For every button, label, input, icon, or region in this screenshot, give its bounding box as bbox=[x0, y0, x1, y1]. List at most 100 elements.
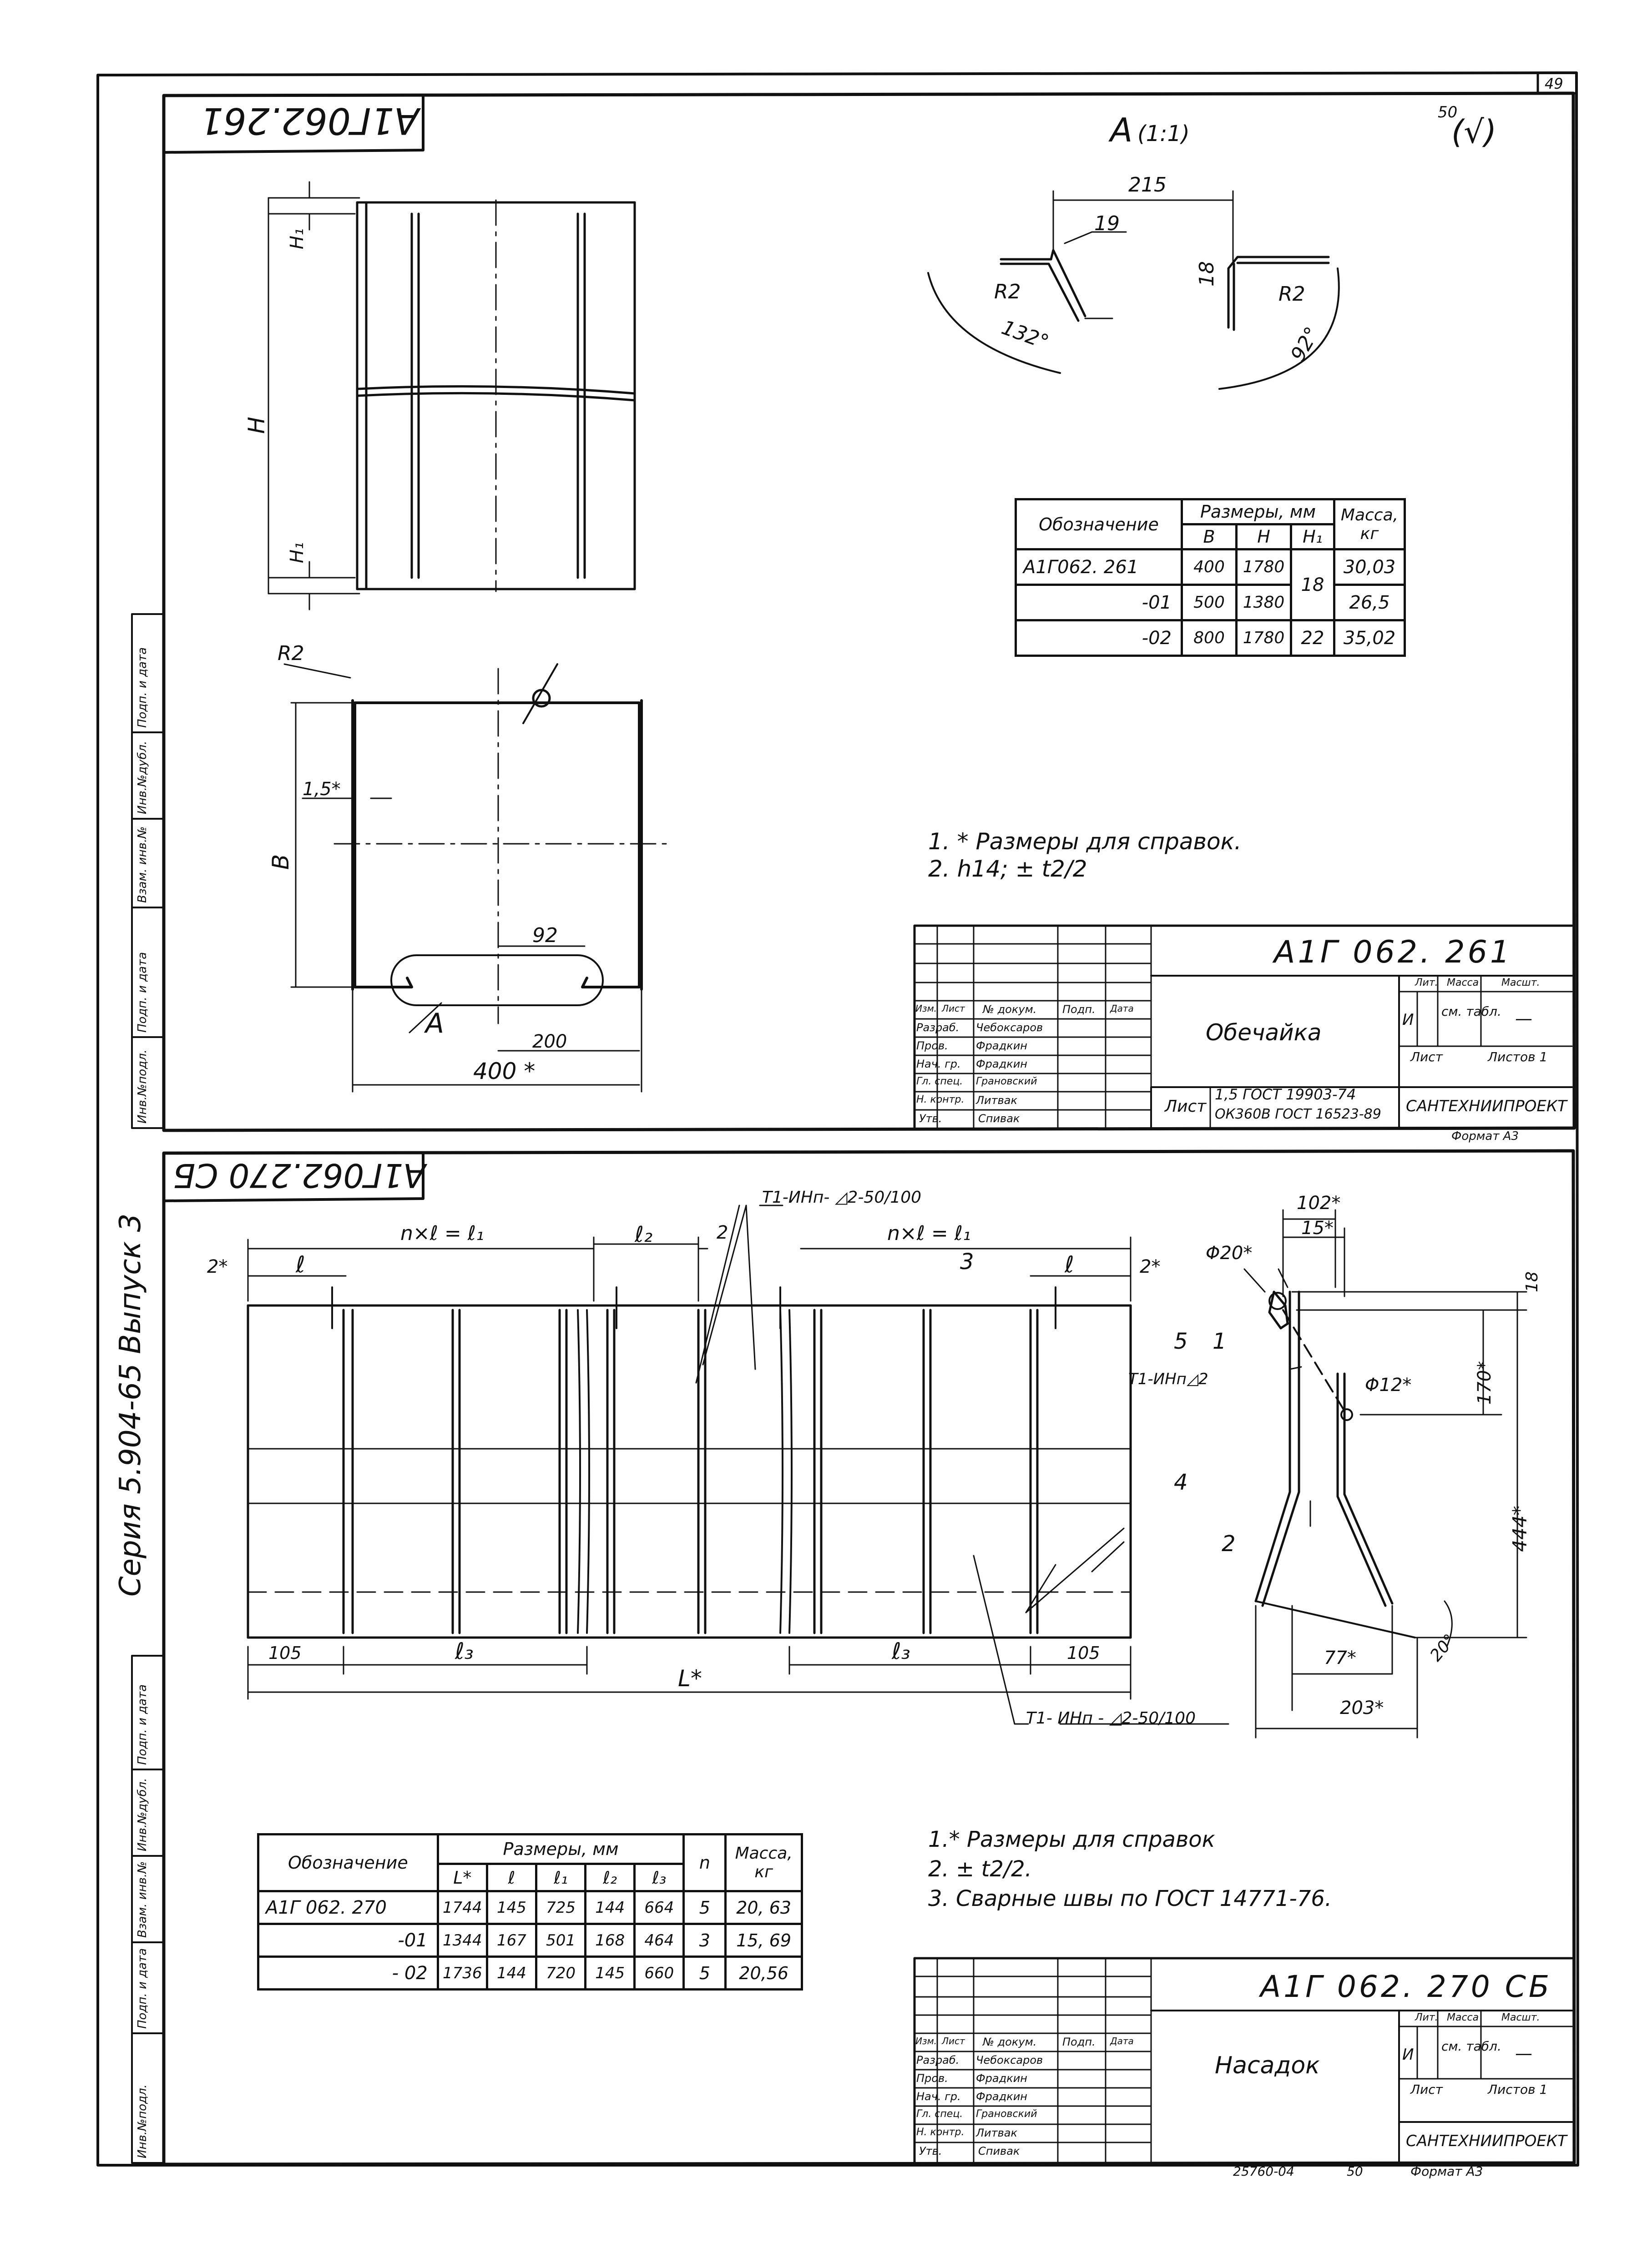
dim-l2: ℓ₂ bbox=[635, 1222, 653, 1247]
cell-mass: 26,5 bbox=[1333, 584, 1406, 621]
tb2-head-2: № докум. bbox=[983, 2036, 1037, 2048]
cell-l3: 660 bbox=[633, 1956, 685, 1991]
tb-mass-h: Масса bbox=[1447, 977, 1479, 988]
dim-18-side: 18 bbox=[1522, 1271, 1541, 1292]
tb-material-1: 1,5 ГОСТ 19903-74 bbox=[1215, 1086, 1356, 1103]
tb-scale-val: — bbox=[1515, 1008, 1532, 1028]
cell-n: 5 bbox=[682, 1890, 727, 1925]
tb2-sheets: Листов 1 bbox=[1488, 2082, 1548, 2097]
part-pos-5: 5 bbox=[1174, 1329, 1188, 1354]
dim-r2: R2 bbox=[278, 642, 304, 665]
tb-inv-sheet-2: 50 bbox=[1347, 2164, 1363, 2179]
cell-L: 1736 bbox=[436, 1956, 488, 1991]
cell-l1: 501 bbox=[535, 1923, 587, 1958]
tb2-head-1: Лист bbox=[942, 2036, 965, 2046]
weld-note-bottom: Т1- ИНп - ◿2-50/100 bbox=[1026, 1709, 1196, 1728]
th-col: ℓ₂ bbox=[584, 1863, 636, 1892]
cell-b: 500 bbox=[1181, 584, 1238, 621]
dim-15: 15* bbox=[1301, 1218, 1334, 1239]
th-mass: Масса, кг bbox=[1333, 498, 1406, 550]
tb1-role: Гл. спец. bbox=[916, 1076, 963, 1087]
cell-des: -01 bbox=[1015, 584, 1183, 621]
tb1-head-4: Дата bbox=[1110, 1003, 1134, 1014]
cell-mass: 20,56 bbox=[724, 1956, 803, 1991]
tb2-scale-val: — bbox=[1515, 2043, 1532, 2063]
tb1-person: Фрадкин bbox=[976, 1058, 1027, 1070]
title-name-2: Насадок bbox=[1215, 2052, 1320, 2079]
page-number: 49 bbox=[1545, 75, 1563, 92]
dim-phi20: Φ20* bbox=[1206, 1243, 1253, 1264]
cell-mass: 15, 69 bbox=[724, 1923, 803, 1958]
dim-b: B bbox=[268, 854, 294, 870]
part-pos-4: 4 bbox=[1174, 1470, 1188, 1495]
dim-h1-bottom: H₁ bbox=[287, 542, 308, 564]
cell-l2: 145 bbox=[584, 1956, 636, 1991]
cell-h1: 22 bbox=[1290, 619, 1335, 657]
dim-r2-left: R2 bbox=[994, 280, 1021, 303]
tb2-role: Н. контр. bbox=[916, 2127, 965, 2138]
note2-1: 1.* Размеры для справок bbox=[928, 1827, 1215, 1852]
tb-material-label: Лист bbox=[1165, 1097, 1207, 1116]
part-pos-3: 3 bbox=[960, 1249, 974, 1275]
tb2-head-3: Подп. bbox=[1062, 2036, 1096, 2048]
title-code-2: А1Г 062. 270 СБ bbox=[1260, 1969, 1552, 2004]
cell-l: 144 bbox=[485, 1956, 538, 1991]
tb1-role: Нач. гр. bbox=[916, 1058, 961, 1070]
cell-mass: 20, 63 bbox=[724, 1890, 803, 1925]
cell-n: 5 bbox=[682, 1956, 727, 1991]
tb1-head-2: № докум. bbox=[983, 1003, 1037, 1016]
code-box-bottom bbox=[162, 1152, 424, 1202]
dim-170: 170* bbox=[1474, 1361, 1496, 1405]
title-name-1: Обечайка bbox=[1206, 1019, 1322, 1046]
dim-19: 19 bbox=[1094, 212, 1120, 235]
side-label-inv: Инв.№подл. bbox=[136, 1049, 149, 1124]
note2-3: 3. Сварные швы по ГОСТ 14771-76. bbox=[928, 1886, 1332, 1911]
tb2-role: Нач. гр. bbox=[916, 2090, 961, 2103]
view-label: А bbox=[1110, 111, 1133, 149]
roughness-symbol: (√) bbox=[1451, 113, 1497, 151]
tb2-lit-val: И bbox=[1402, 2046, 1414, 2064]
dim-r2-right: R2 bbox=[1278, 282, 1305, 306]
cell-l2: 168 bbox=[584, 1923, 636, 1958]
cell-l1: 720 bbox=[535, 1956, 587, 1991]
tb1-person: Грановский bbox=[976, 1076, 1037, 1087]
code-box-top bbox=[162, 94, 424, 154]
outer-border bbox=[96, 71, 1579, 2167]
obechaika-section-view bbox=[283, 663, 670, 1093]
tb2-person: Фрадкин bbox=[976, 2090, 1027, 2103]
cell-h1: 18 bbox=[1290, 548, 1335, 621]
tb2-role: Пров. bbox=[916, 2072, 948, 2085]
tb1-head-0: Изм. bbox=[915, 1003, 937, 1014]
dim-92: 92 bbox=[532, 924, 558, 947]
cell-des: А1Г062. 261 bbox=[1015, 548, 1183, 586]
dim-105-left: 105 bbox=[268, 1643, 302, 1663]
nasadok-front-view bbox=[247, 1205, 1229, 1725]
obechaika-side-view bbox=[268, 181, 636, 610]
spec-table-2: Обозначение Размеры, мм n Масса, кг L* ℓ… bbox=[257, 1833, 803, 1991]
side-label-dup: Инв.№дубл. bbox=[136, 741, 149, 814]
tb1-person: Спивак bbox=[978, 1112, 1020, 1125]
tb-inv-2: 25760-04 bbox=[1233, 2164, 1294, 2179]
cell-h: 1780 bbox=[1235, 548, 1292, 586]
cell-n: 3 bbox=[682, 1923, 727, 1958]
tb2-head-4: Дата bbox=[1110, 2036, 1134, 2046]
dim-2-star-left: 2* bbox=[207, 1256, 228, 1277]
dim-h1-top: H₁ bbox=[287, 228, 308, 250]
dim-77: 77* bbox=[1324, 1648, 1356, 1668]
tb-mass-val: см. табл. bbox=[1441, 1004, 1501, 1019]
tb2-mass-h: Масса bbox=[1447, 2012, 1479, 2023]
tb2-person: Литвак bbox=[976, 2127, 1017, 2139]
dim-215: 215 bbox=[1128, 173, 1167, 197]
side-label-sign: Подп. и дата bbox=[136, 952, 149, 1033]
tb-format-2: Формат А3 bbox=[1410, 2164, 1483, 2179]
dim-h: H bbox=[243, 417, 270, 434]
th-col: ℓ bbox=[485, 1863, 538, 1892]
dim-1-5: 1,5* bbox=[303, 779, 341, 800]
dim-203: 203* bbox=[1340, 1698, 1384, 1719]
tb-org-2: САНТЕХНИИПРОЕКТ bbox=[1406, 2132, 1567, 2150]
tb1-role: Пров. bbox=[916, 1039, 948, 1052]
spec-table-1: Обозначение Размеры, мм Масса, кг B H H₁… bbox=[1015, 498, 1406, 657]
frame-top-sheet bbox=[162, 91, 1576, 1132]
title-code-1: А1Г 062. 261 bbox=[1274, 934, 1513, 970]
